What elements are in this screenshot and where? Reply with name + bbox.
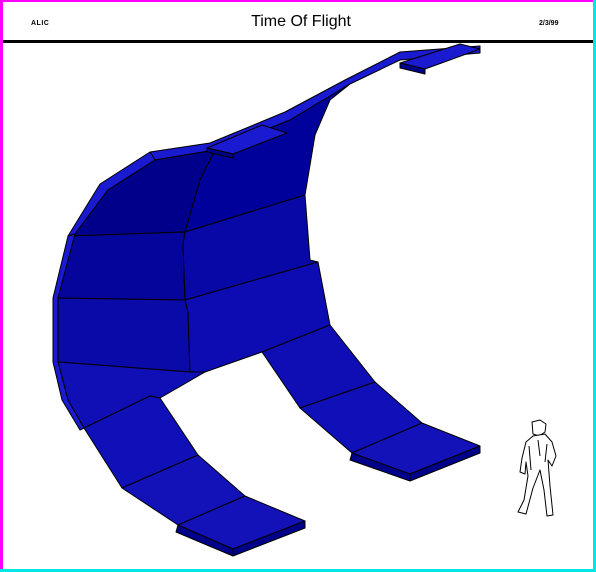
shell-panel-row2-left — [54, 231, 186, 301]
top-plate-center-edge — [206, 147, 234, 159]
human-figure-icon — [517, 419, 557, 517]
experiment-label: ALIC — [31, 20, 50, 27]
shell-left-side-face — [52, 233, 85, 431]
shell-leg-left-upper — [83, 395, 199, 489]
shell-panel-row3-right — [184, 261, 331, 373]
header-divider — [3, 40, 593, 43]
frame-border-left — [0, 0, 3, 572]
shell-panel-upper-right — [184, 83, 351, 233]
figure-arm-line — [528, 439, 548, 471]
frame-border-top — [0, 0, 596, 2]
shell-leg-left-foot-side — [232, 520, 306, 557]
figure-head — [531, 419, 547, 437]
date-label: 2/3/99 — [539, 20, 559, 27]
frame-border-bottom — [0, 569, 596, 572]
shell-panel-row3-left — [54, 297, 191, 373]
top-plate-right-edge — [399, 62, 426, 75]
tof-detector-shell — [52, 43, 481, 557]
figure-body — [517, 433, 557, 517]
shell-leg-right-foot-side — [409, 445, 481, 482]
frame-border-right — [593, 0, 596, 572]
page-title: Time Of Flight — [251, 13, 351, 30]
header-bar: ALIC Time Of Flight 2/3/99 — [3, 2, 593, 40]
